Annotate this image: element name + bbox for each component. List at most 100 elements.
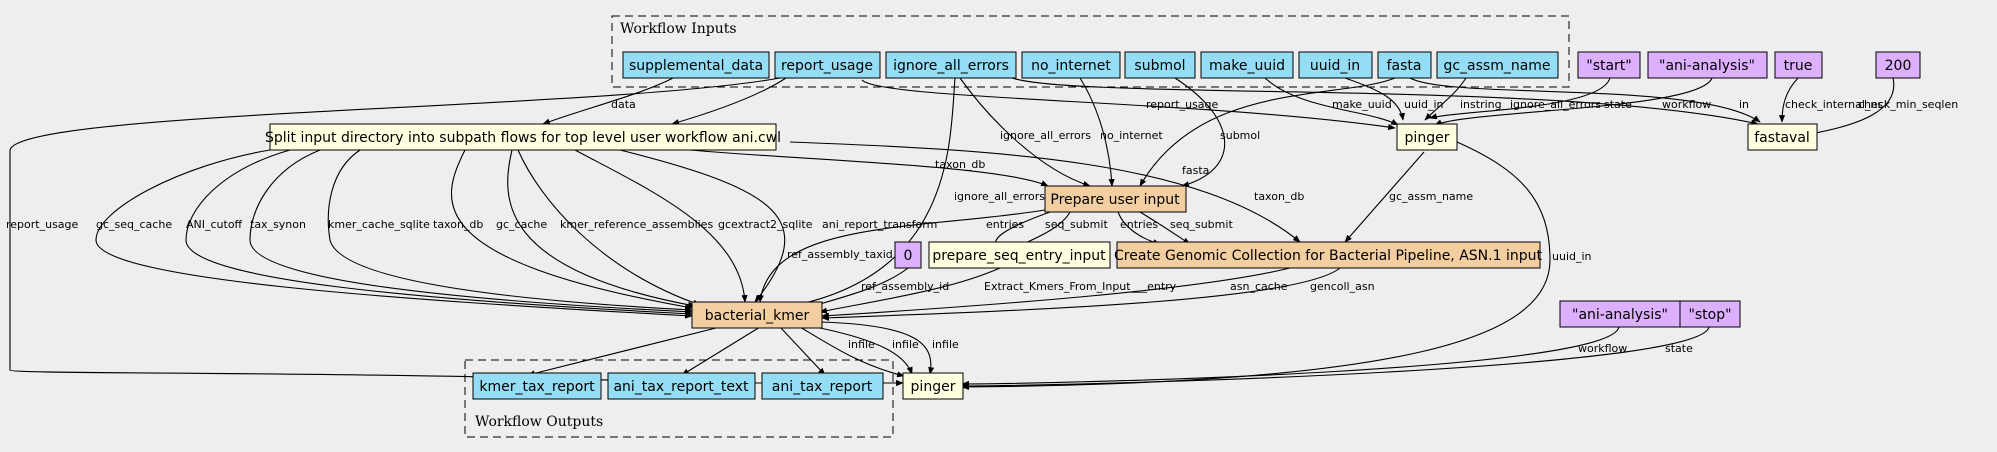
step-split-input[interactable]: Split input directory into subpath flows…	[265, 123, 781, 151]
input-make-uuid[interactable]: make_uuid	[1200, 51, 1294, 79]
edge-label-ref-taxid: ref_assembly_taxid	[787, 248, 893, 261]
workflow-inputs-cluster	[611, 15, 1570, 88]
edge-label-gcextract: gcextract2_sqlite	[718, 218, 813, 231]
constant-stop[interactable]: "stop"	[1679, 300, 1741, 328]
edge-label-ref-id: ref_assembly_id	[861, 280, 949, 293]
edge-report-usage-bottom	[9, 77, 904, 387]
edge-ignore-pui	[959, 77, 1091, 187]
svg-text:ani_tax_report_text: ani_tax_report_text	[613, 379, 749, 395]
constant-ani-analysis-top[interactable]: "ani-analysis"	[1647, 51, 1768, 79]
svg-text:supplemental_data: supplemental_data	[629, 58, 763, 74]
edge-uuid-in-top	[1344, 77, 1406, 121]
edge-label-uuid-bottom: uuid_in	[1552, 250, 1592, 263]
edge-infile-2	[814, 326, 913, 375]
input-uuid-in[interactable]: uuid_in	[1298, 51, 1373, 79]
edge-true-fastaval	[1778, 77, 1799, 123]
edge-label-data: data	[611, 98, 636, 111]
input-submol[interactable]: submol	[1124, 51, 1196, 79]
edges: data report_usage report_usage state wor…	[6, 77, 1958, 391]
edge-ani-pinger	[1434, 77, 1713, 126]
input-ignore-all-errors[interactable]: ignore_all_errors	[885, 51, 1017, 79]
edge-make-uuid	[1264, 77, 1399, 126]
input-supplemental-data[interactable]: supplemental_data	[622, 51, 770, 79]
svg-text:pinger: pinger	[911, 379, 956, 395]
edge-report-usage-pinger	[861, 79, 1396, 131]
edge-label-gc-cache: gc_cache	[496, 218, 547, 231]
edge-label-uuid-in-top: uuid_in	[1404, 98, 1444, 111]
workflow-inputs-label: Workflow Inputs	[620, 21, 737, 37]
svg-text:submol: submol	[1134, 58, 1185, 74]
edge-label-report-usage-left: report_usage	[6, 218, 79, 231]
edge-label-infile-3: infile	[932, 338, 959, 351]
step-bacterial-kmer[interactable]: bacterial_kmer	[691, 301, 823, 329]
edge-label-seqsubmit-ps: seq_submit	[1045, 218, 1108, 231]
edge-ignore-bk	[779, 77, 956, 310]
edge-gencoll	[821, 267, 1341, 321]
edge-label-extract-kmers: Extract_Kmers_From_Input___entry	[984, 280, 1177, 293]
edge-submol	[1174, 77, 1226, 188]
step-fastaval[interactable]: fastaval	[1747, 123, 1818, 151]
edge-report-usage-split	[671, 77, 787, 126]
edge-label-ignore-bk: ignore_all_errors	[954, 190, 1045, 203]
step-pinger-bottom[interactable]: pinger	[902, 372, 964, 400]
svg-text:bacterial_kmer: bacterial_kmer	[705, 308, 810, 324]
output-ani-tax-report-text[interactable]: ani_tax_report_text	[607, 372, 756, 400]
workflow-outputs-label: Workflow Outputs	[475, 414, 603, 430]
step-pinger-top[interactable]: pinger	[1396, 123, 1458, 151]
edge-asn-cache	[821, 267, 1291, 319]
edge-taxon-db-bk	[451, 149, 693, 310]
input-gc-assm-name[interactable]: gc_assm_name	[1436, 51, 1559, 79]
svg-text:fastaval: fastaval	[1754, 130, 1810, 146]
constant-zero[interactable]: 0	[894, 241, 922, 269]
input-report-usage[interactable]: report_usage	[774, 51, 881, 79]
edge-label-kmer-ref: kmer_reference_assemblies	[560, 218, 713, 231]
edge-infile-3	[819, 321, 935, 375]
edge-label-check-min: check_min_seqlen	[1858, 98, 1958, 111]
constant-200[interactable]: 200	[1875, 51, 1921, 79]
edge-ani-bottom	[961, 326, 1620, 388]
edge-data	[542, 77, 674, 125]
input-fasta[interactable]: fasta	[1377, 51, 1432, 79]
constant-start[interactable]: "start"	[1577, 51, 1641, 79]
output-kmer-tax-report[interactable]: kmer_tax_report	[472, 372, 602, 400]
svg-text:make_uuid: make_uuid	[1209, 58, 1285, 74]
edge-label-asn-cache: asn_cache	[1230, 280, 1288, 293]
edge-label-tax-synon: tax_synon	[250, 218, 306, 231]
edge-label-gc-seq-cache: gc_seq_cache	[96, 218, 172, 231]
edge-gc-cache	[507, 149, 696, 308]
svg-text:Prepare user input: Prepare user input	[1050, 192, 1180, 208]
edge-label-state-bottom: state	[1665, 342, 1693, 355]
step-prepare-seq-entry-input[interactable]: prepare_seq_entry_input	[928, 241, 1111, 269]
svg-text:ani_tax_report: ani_tax_report	[772, 379, 873, 395]
workflow-outputs-cluster	[464, 359, 894, 438]
svg-text:prepare_seq_entry_input: prepare_seq_entry_input	[932, 248, 1106, 264]
edge-label-in: in	[1739, 98, 1749, 111]
edge-no-internet	[1079, 77, 1115, 187]
edge-kmer-ref	[517, 149, 701, 306]
step-prepare-user-input[interactable]: Prepare user input	[1044, 185, 1187, 213]
edge-label-taxon-bk: taxon_db	[433, 218, 483, 231]
edge-label-fasta: fasta	[1182, 164, 1209, 177]
edge-ani-cutoff	[185, 149, 693, 317]
edge-taxon-db-pui	[689, 149, 1049, 187]
edge-ani-report	[619, 149, 786, 303]
constant-ani-analysis-bottom[interactable]: "ani-analysis"	[1559, 300, 1681, 328]
constant-true[interactable]: true	[1774, 51, 1823, 79]
edge-fasta-pui	[1139, 77, 1396, 187]
edge-tax-synon	[249, 149, 693, 315]
edge-label-no-internet: no_internet	[1100, 129, 1163, 142]
edge-taxon-db-cg	[789, 141, 1301, 243]
svg-text:Create Genomic Collection for: Create Genomic Collection for Bacterial …	[1114, 248, 1542, 264]
input-no-internet[interactable]: no_internet	[1021, 51, 1121, 79]
step-create-genomic-collection[interactable]: Create Genomic Collection for Bacterial …	[1114, 241, 1542, 269]
edge-infile-1	[799, 326, 905, 378]
edge-label-ani-report: ani_report_transform	[822, 218, 937, 231]
edge-label-taxon-cg: taxon_db	[1254, 190, 1304, 203]
edge-label-instring: instring	[1460, 98, 1502, 111]
svg-text:report_usage: report_usage	[781, 58, 873, 74]
svg-text:gc_assm_name: gc_assm_name	[1443, 58, 1550, 74]
edge-label-make-uuid: make_uuid	[1332, 98, 1392, 111]
output-ani-tax-report[interactable]: ani_tax_report	[761, 372, 884, 400]
svg-text:pinger: pinger	[1405, 130, 1450, 146]
edge-gc-seq-cache	[95, 149, 693, 319]
